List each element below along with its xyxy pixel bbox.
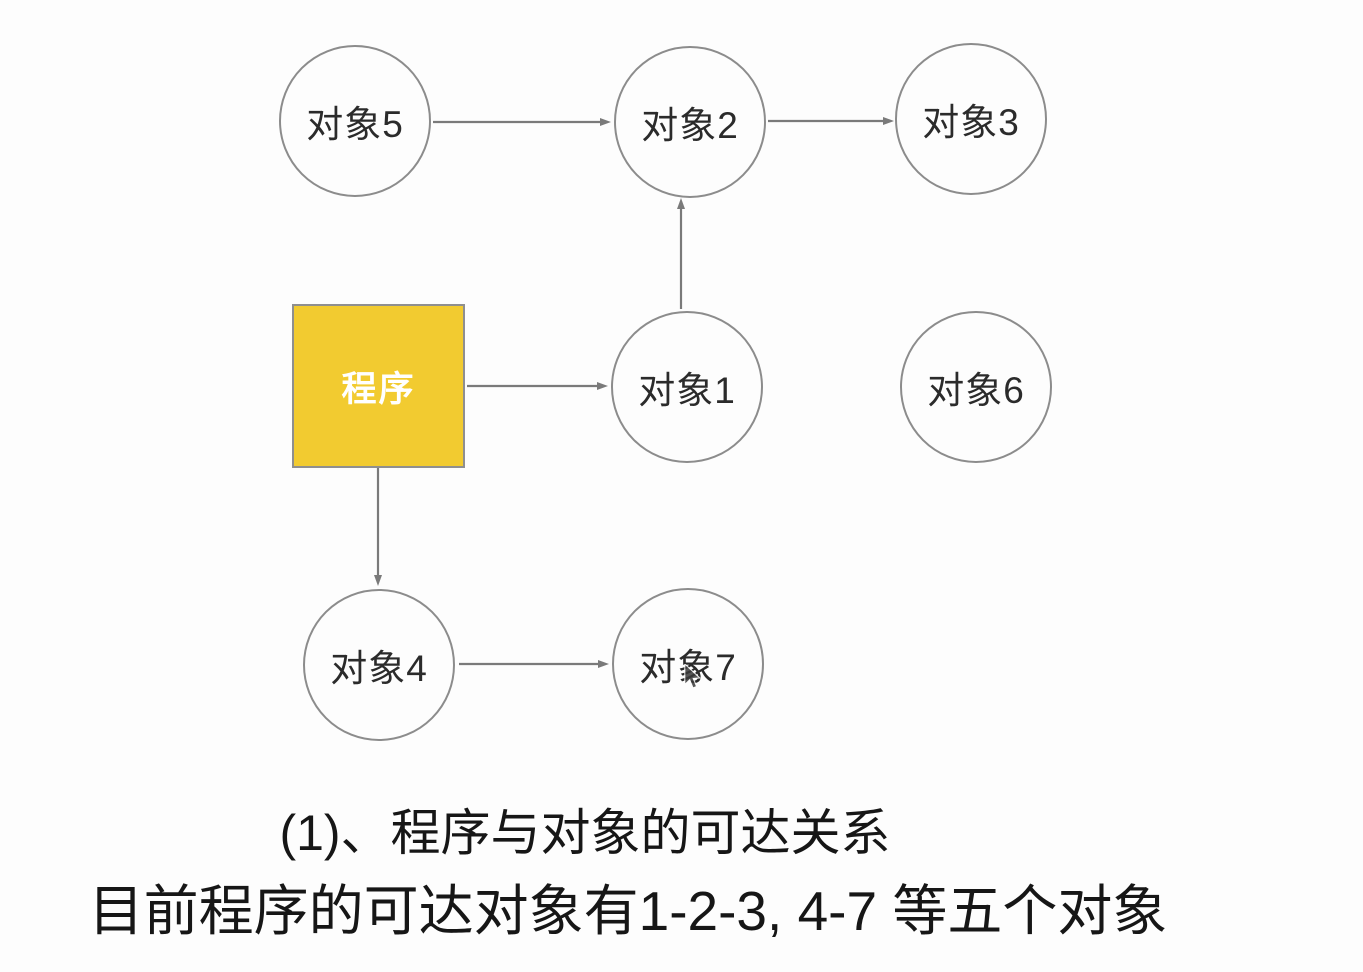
node-program[interactable]: 程序 [292,304,465,468]
mouse-cursor-icon [684,664,702,689]
node-object3[interactable]: 对象3 [895,43,1047,195]
node-object4[interactable]: 对象4 [303,589,455,741]
node-object2[interactable]: 对象2 [614,46,766,198]
node-object5[interactable]: 对象5 [279,45,431,197]
node-object6-label: 对象6 [927,370,1025,411]
node-object5-label: 对象5 [306,104,404,145]
node-object1-label: 对象1 [638,370,736,411]
node-program-label: 程序 [341,369,416,409]
node-object2-label: 对象2 [641,105,739,146]
node-object6[interactable]: 对象6 [900,311,1052,463]
node-object7[interactable]: 对象7 [612,588,764,740]
node-object4-label: 对象4 [330,648,428,689]
node-object3-label: 对象3 [922,102,1020,143]
node-object1[interactable]: 对象1 [611,311,763,463]
caption-subtitle: 目前程序的可达对象有1-2-3, 4-7 等五个对象 [88,880,1168,942]
caption-title: (1)、程序与对象的可达关系 [279,805,891,861]
